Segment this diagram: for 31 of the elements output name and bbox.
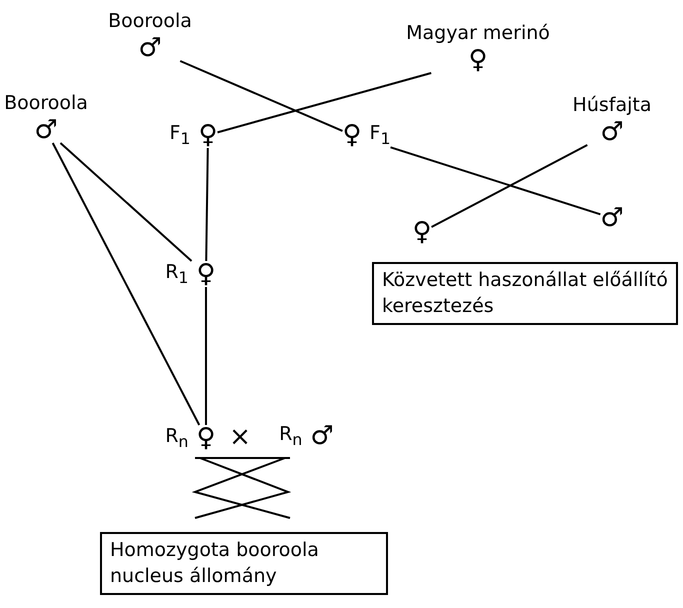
connector-line <box>180 60 343 132</box>
female-symbol: ♀ <box>412 219 432 245</box>
female-symbol: ♀ <box>196 261 216 287</box>
generation-label: R$_{n}$ <box>165 426 188 450</box>
connector-line <box>431 144 588 228</box>
female-symbol: ♀ <box>196 425 216 451</box>
generation-label: R$_{n}$ <box>279 424 302 448</box>
connector-line <box>217 72 432 134</box>
female-symbol: ♀ <box>468 47 488 73</box>
generation-label: F$_{1}$ <box>370 124 391 146</box>
female-symbol: ♀ <box>342 122 362 148</box>
breed-label: Magyar merinó <box>406 24 550 43</box>
female-symbol: ♀ <box>198 122 218 148</box>
male-symbol: ♂ <box>34 117 58 143</box>
generation-label: R$_{1}$ <box>165 262 188 286</box>
breed-label: Booroola <box>4 94 88 113</box>
male-symbol: ♂ <box>138 35 162 61</box>
note-box: Közvetett haszonállat előállító keresztezés <box>372 262 678 326</box>
breed-label: Booroola <box>108 12 192 31</box>
connector-line <box>52 142 200 426</box>
generation-label: F$_{1}$ <box>169 124 190 146</box>
male-symbol: ♂ <box>600 119 624 145</box>
connector-line <box>390 146 601 216</box>
cross-sign: × <box>229 424 251 450</box>
male-symbol: ♂ <box>310 423 334 449</box>
connector-line <box>60 142 192 262</box>
connector-line <box>205 287 207 425</box>
breed-label: Húsfajta <box>572 96 652 115</box>
note-box: Homozygota booroola nucleus állomány <box>100 532 388 596</box>
male-symbol: ♂ <box>600 205 624 231</box>
connector-line <box>205 148 209 262</box>
